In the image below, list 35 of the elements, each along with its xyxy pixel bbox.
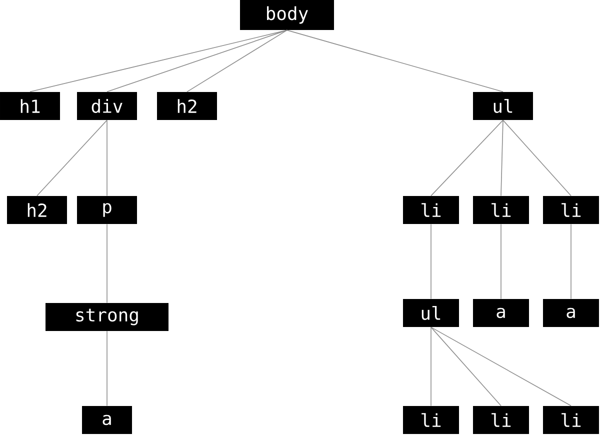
- tree-line: [430, 326, 432, 406]
- tree-line: [430, 120, 504, 196]
- tag-box: a: [543, 298, 599, 327]
- tag-box: a: [473, 298, 529, 327]
- tag-box: li: [403, 406, 459, 434]
- tree-line: [430, 326, 502, 406]
- tree-line: [500, 120, 504, 196]
- tag-box: ul: [403, 298, 459, 327]
- tree-line: [106, 224, 108, 304]
- tag-box: p: [77, 196, 137, 224]
- tree-line: [186, 30, 288, 92]
- tree-line: [36, 120, 108, 196]
- tree-line: [430, 326, 572, 406]
- tag-box: li: [543, 406, 599, 434]
- tree-line: [430, 224, 432, 300]
- tag-box: h2: [7, 196, 67, 224]
- tag-box: li: [473, 406, 529, 434]
- tree-line: [30, 30, 288, 92]
- tree-line: [106, 30, 288, 92]
- tag-box: h2: [157, 92, 217, 120]
- tree-line: [106, 330, 108, 406]
- tag-box: li: [473, 196, 529, 224]
- tag-box: strong: [46, 303, 168, 331]
- tree-line: [570, 224, 572, 300]
- tree-line: [500, 224, 502, 300]
- tag-box: a: [82, 406, 132, 434]
- tag-box: ul: [473, 92, 533, 120]
- tag-box: div: [77, 92, 137, 120]
- tree-line: [502, 120, 572, 196]
- tag-box: h1: [0, 92, 60, 120]
- tree-line: [286, 30, 504, 92]
- tag-box: li: [543, 196, 599, 224]
- tag-box: body: [240, 0, 334, 30]
- tag-box: li: [403, 196, 459, 224]
- tree-line: [106, 120, 108, 196]
